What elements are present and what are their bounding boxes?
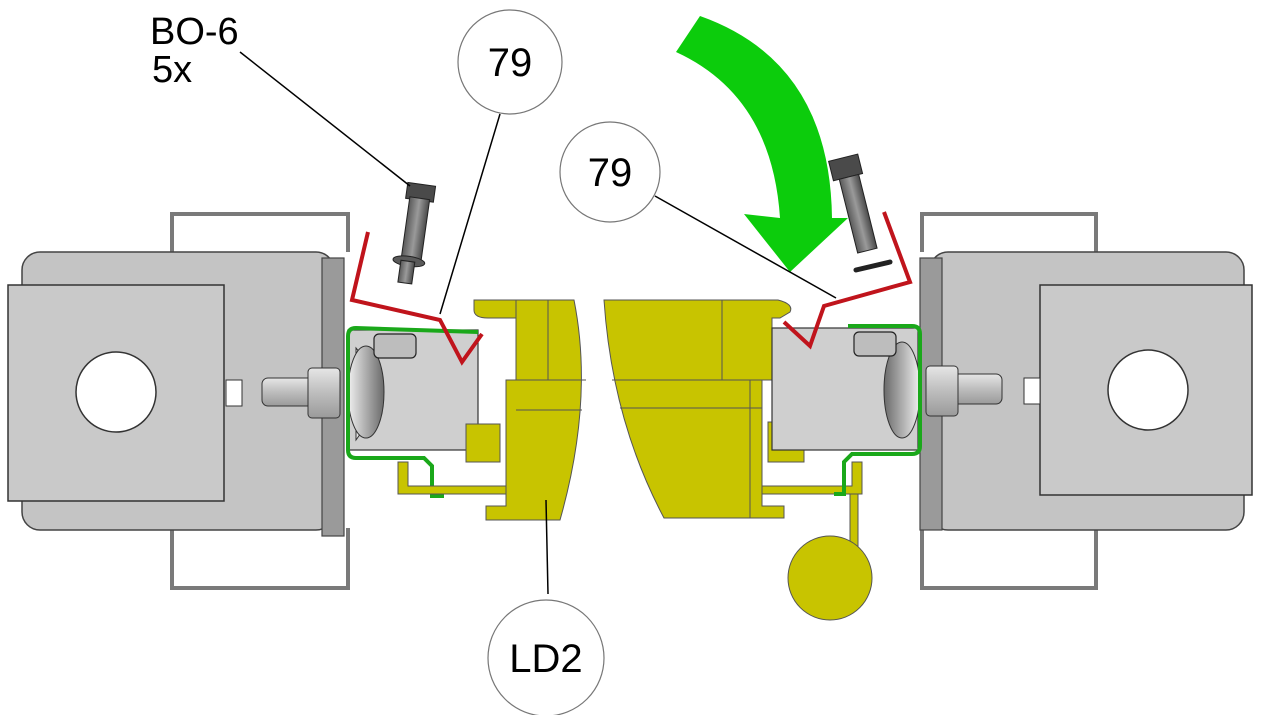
left-axle-nut xyxy=(307,367,341,419)
left-yellow-tab xyxy=(465,423,501,463)
right-axle-nut xyxy=(925,365,959,417)
leader-lines xyxy=(239,51,837,595)
curved-arrow-icon xyxy=(676,16,848,272)
hex-bolt-icon xyxy=(392,181,437,285)
hex-bolt-icon xyxy=(828,153,878,254)
callout-79-right-text: 79 xyxy=(588,151,633,195)
callout-79-top-text: 79 xyxy=(488,41,533,85)
part-code-label: BO-6 xyxy=(150,11,239,53)
leader-ld2 xyxy=(545,499,549,595)
left-green-rail xyxy=(346,325,479,498)
leader-79-left xyxy=(439,113,501,315)
right-yellow-part xyxy=(603,299,873,621)
left-yellow-foot xyxy=(397,461,507,495)
right-yellow-foot xyxy=(761,461,863,495)
leader-79-right xyxy=(654,195,837,299)
right-yellow-disc xyxy=(787,535,873,621)
right-assembly xyxy=(771,153,1253,590)
right-green-rail xyxy=(834,324,922,496)
callout-79-right: 79 xyxy=(559,121,661,223)
left-axle-shaft xyxy=(261,377,315,407)
left-red-clip xyxy=(349,231,484,366)
callout-ld2-text: LD2 xyxy=(509,637,582,681)
callout-79-top: 79 xyxy=(457,9,563,115)
left-slot xyxy=(225,379,243,407)
left-assembly xyxy=(7,181,484,590)
right-clamp-detail xyxy=(853,331,897,357)
right-red-clip xyxy=(782,211,913,350)
left-bore-hole xyxy=(75,351,157,433)
left-wire-frame xyxy=(170,212,350,590)
left-dome xyxy=(347,345,385,439)
leader-bo6 xyxy=(239,51,411,187)
callout-ld2: LD2 xyxy=(487,599,605,715)
right-washer xyxy=(853,259,893,273)
right-slot xyxy=(1023,377,1041,405)
right-bore-hole xyxy=(1107,349,1189,431)
right-wire-frame xyxy=(920,212,1098,590)
right-yellow-body xyxy=(603,299,792,519)
left-yellow-part xyxy=(397,299,586,521)
quantity-label: 5x xyxy=(152,49,192,91)
left-clamp-detail xyxy=(373,333,417,359)
right-axle-shaft xyxy=(951,373,1003,405)
